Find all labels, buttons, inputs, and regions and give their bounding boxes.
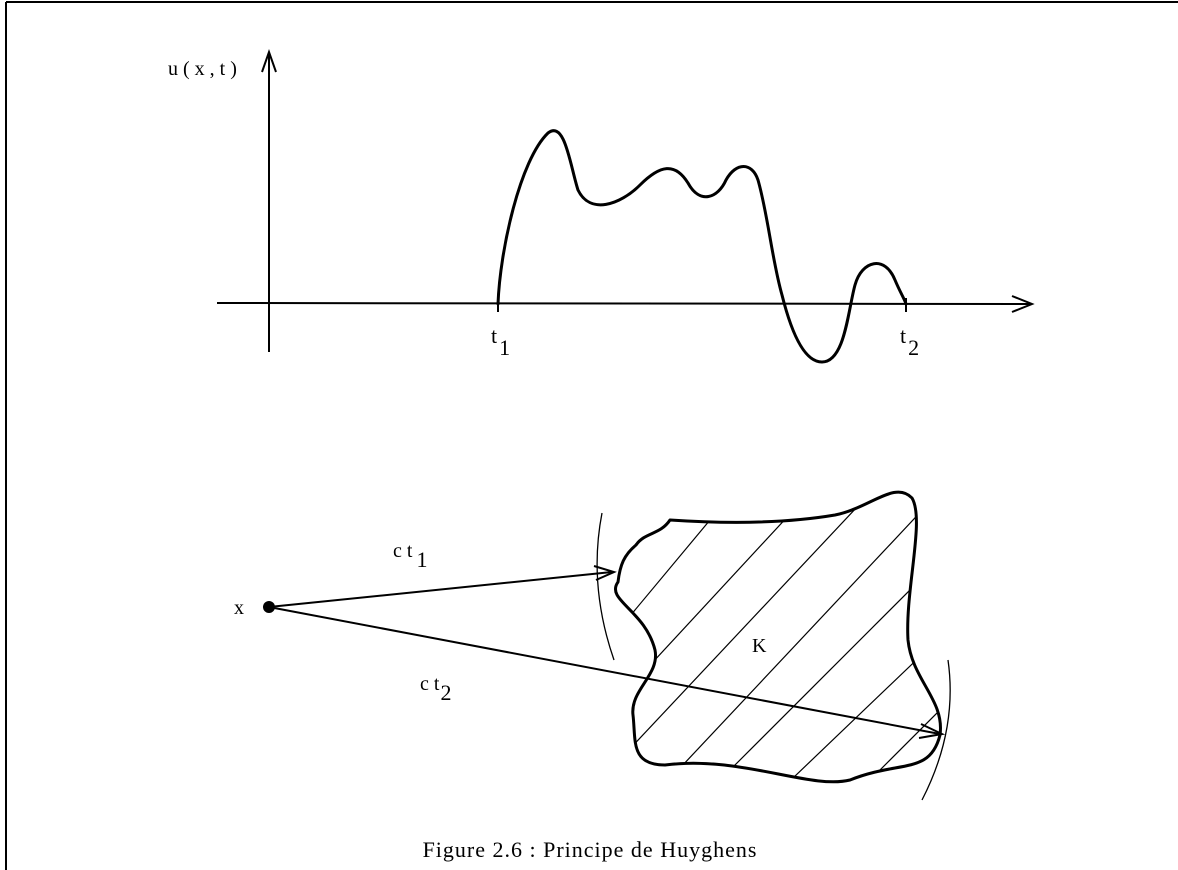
- point-x-dot: [263, 601, 275, 613]
- ray-ct2-arrowhead: [918, 723, 946, 739]
- region-k-outline: [614, 490, 942, 784]
- ray-ct2-label: c t2: [420, 673, 451, 705]
- t1-label-base: t: [491, 323, 497, 348]
- region-hatching: [615, 492, 941, 782]
- t-axis-arrowhead: [1011, 295, 1035, 313]
- y-axis-arrowhead: [261, 48, 277, 73]
- waveform-plot: u ( x , t ) t1 t2: [168, 48, 1035, 364]
- t-axis: [216, 302, 1031, 305]
- point-x-label: x: [234, 597, 244, 619]
- ray-ct2-label-base: c t: [420, 673, 440, 695]
- ray-ct1: [268, 571, 613, 608]
- t1-label: t1: [491, 323, 510, 360]
- region-k-label: K: [752, 635, 767, 657]
- y-axis-label: u ( x , t ): [168, 58, 237, 80]
- ray-ct2: [268, 606, 941, 735]
- ray-ct1-label-sub: 1: [416, 547, 427, 572]
- t2-label: t2: [900, 323, 919, 360]
- ray-ct1-arrowhead: [593, 565, 617, 581]
- waveform-curve: [496, 129, 908, 364]
- figure-caption: Figure 2.6 : Principe de Huyghens: [423, 837, 758, 862]
- ray-ct1-label-base: c t: [393, 540, 413, 562]
- t2-label-sub: 2: [908, 335, 919, 360]
- sphere-arc-ct2: [921, 659, 951, 801]
- sphere-arc-ct1: [596, 512, 615, 661]
- t2-label-base: t: [900, 323, 906, 348]
- t1-label-sub: 1: [499, 335, 510, 360]
- ray-ct2-label-sub: 2: [440, 680, 451, 705]
